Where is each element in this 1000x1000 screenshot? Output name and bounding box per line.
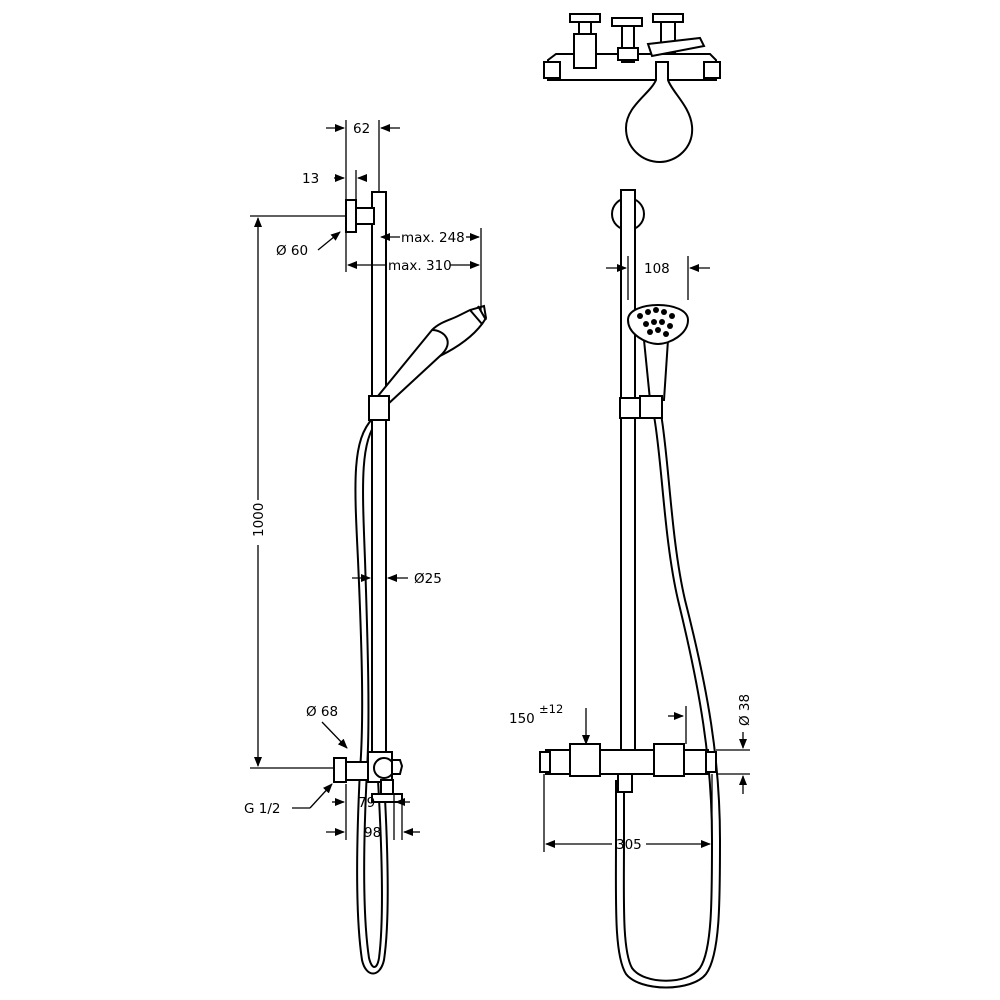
dim-60: Ø 60 [276, 243, 308, 259]
side-top-bracket [345, 199, 357, 233]
dim-13: 13 [302, 171, 319, 187]
dim-79: 79 [358, 795, 375, 811]
dim-max-310: max. 310 [388, 258, 452, 274]
dim-68: Ø 68 [306, 704, 338, 720]
top-shower-head [624, 61, 694, 164]
dim-62: 62 [353, 121, 370, 137]
side-view [333, 191, 488, 975]
dim-98: 98 [364, 825, 381, 841]
dim-1000: 1000 [251, 503, 267, 537]
top-view [543, 13, 721, 164]
front-view [539, 189, 722, 989]
dim-108: 108 [644, 261, 670, 277]
dim-25: Ø25 [414, 571, 442, 587]
front-hose [622, 415, 714, 982]
front-thermostat [539, 743, 717, 793]
spray-nozzles [637, 307, 675, 337]
side-hose [354, 417, 389, 975]
side-slider [368, 395, 390, 421]
dim-tol-12: ±12 [539, 702, 563, 716]
front-slider [619, 397, 641, 419]
side-rail [371, 191, 387, 771]
dim-305: 305 [616, 837, 642, 853]
dim-150: 150 [509, 711, 535, 727]
dim-38: Ø 38 [737, 694, 753, 726]
side-dimensions: 62 13 Ø 60 max. 248 max. 310 1000 Ø25 Ø … [244, 120, 482, 841]
side-hand-shower [376, 304, 488, 406]
dim-g12: G 1/2 [244, 801, 280, 817]
front-hand-shower [626, 304, 690, 401]
dim-max-248: max. 248 [401, 230, 465, 246]
front-dimensions: 108 150 ±12 Ø 38 305 [509, 256, 753, 853]
